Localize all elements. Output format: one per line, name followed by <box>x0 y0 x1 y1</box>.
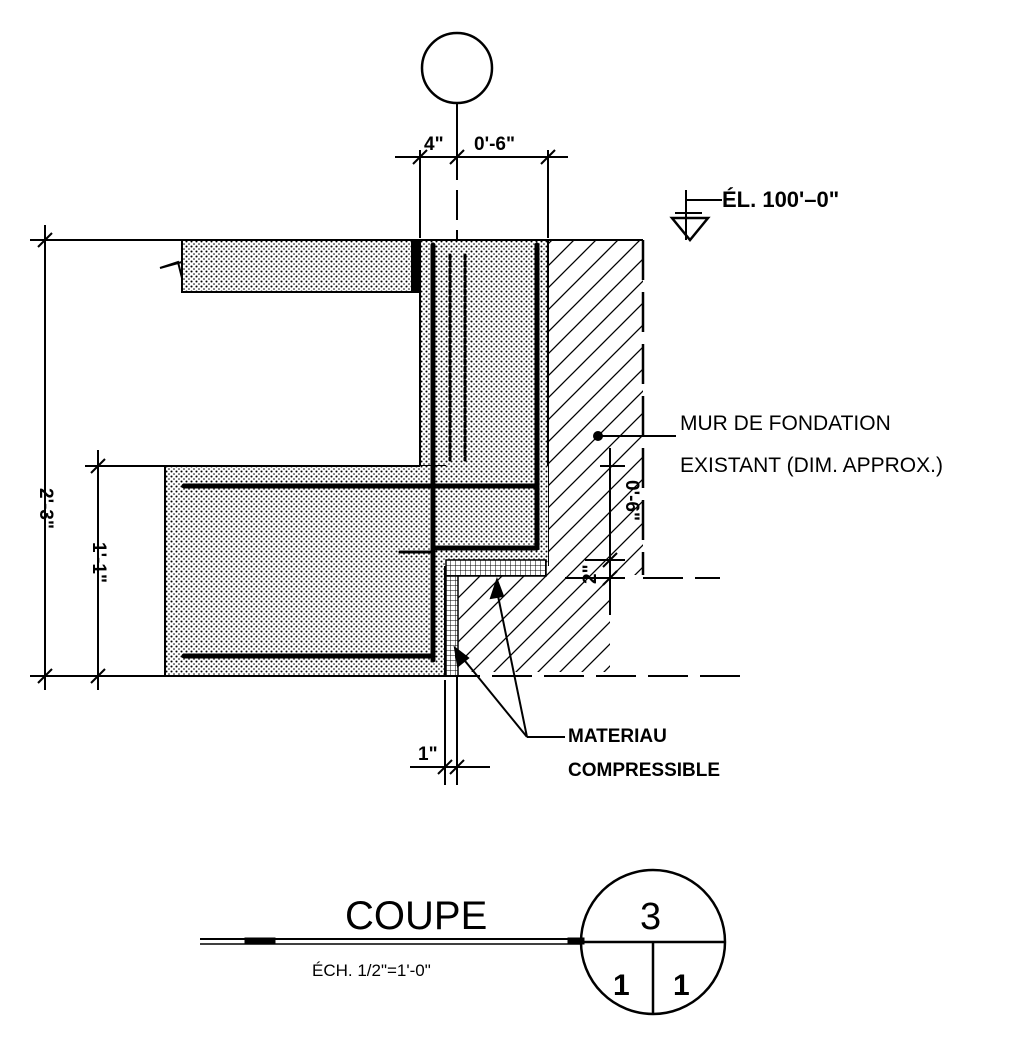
elevation-label: ÉL. 100'–0" <box>722 187 839 212</box>
section-scale: ÉCH. 1/2"=1'-0" <box>312 961 431 980</box>
dim-0-6-right: 0'-6" <box>621 480 642 521</box>
detail-number: 3 <box>640 896 661 938</box>
compressible-label-1: MATERIAU <box>568 726 667 747</box>
detail-bubble <box>579 868 727 1016</box>
existing-wall-leader <box>593 431 676 441</box>
title-underline <box>200 937 585 945</box>
slab-edge <box>411 240 420 292</box>
top-dimension <box>395 149 568 238</box>
right-dimensions <box>565 448 625 615</box>
compressible-label-2: COMPRESSIBLE <box>568 760 720 781</box>
bottom-dimension <box>410 680 490 785</box>
elevation-marker <box>669 190 722 242</box>
dim-1in: 1" <box>418 744 438 765</box>
sheet-number-right: 1 <box>673 969 690 1002</box>
existing-wall-label-2: EXISTANT (DIM. APPROX.) <box>680 454 943 477</box>
new-concrete-slab <box>181 239 421 293</box>
dim-2in: 2" <box>580 564 601 584</box>
sheet-number-left: 1 <box>613 969 630 1002</box>
existing-wall-label-1: MUR DE FONDATION <box>680 412 891 435</box>
dim-4in: 4" <box>424 134 444 155</box>
dim-0-6-top: 0'-6" <box>474 134 515 155</box>
compressible-leader <box>453 577 565 738</box>
left-dimension <box>30 225 182 690</box>
reinforcement-bars <box>181 242 540 663</box>
new-concrete-footing <box>164 465 446 677</box>
dim-2-3: 2'-3" <box>35 488 56 529</box>
break-line <box>159 240 183 292</box>
wall-footing-junction <box>420 466 548 566</box>
footing-dimension <box>85 450 165 690</box>
grid-line-bubble <box>420 31 494 150</box>
dim-1-1: 1'-1" <box>88 542 109 583</box>
section-title: COUPE <box>345 894 487 938</box>
